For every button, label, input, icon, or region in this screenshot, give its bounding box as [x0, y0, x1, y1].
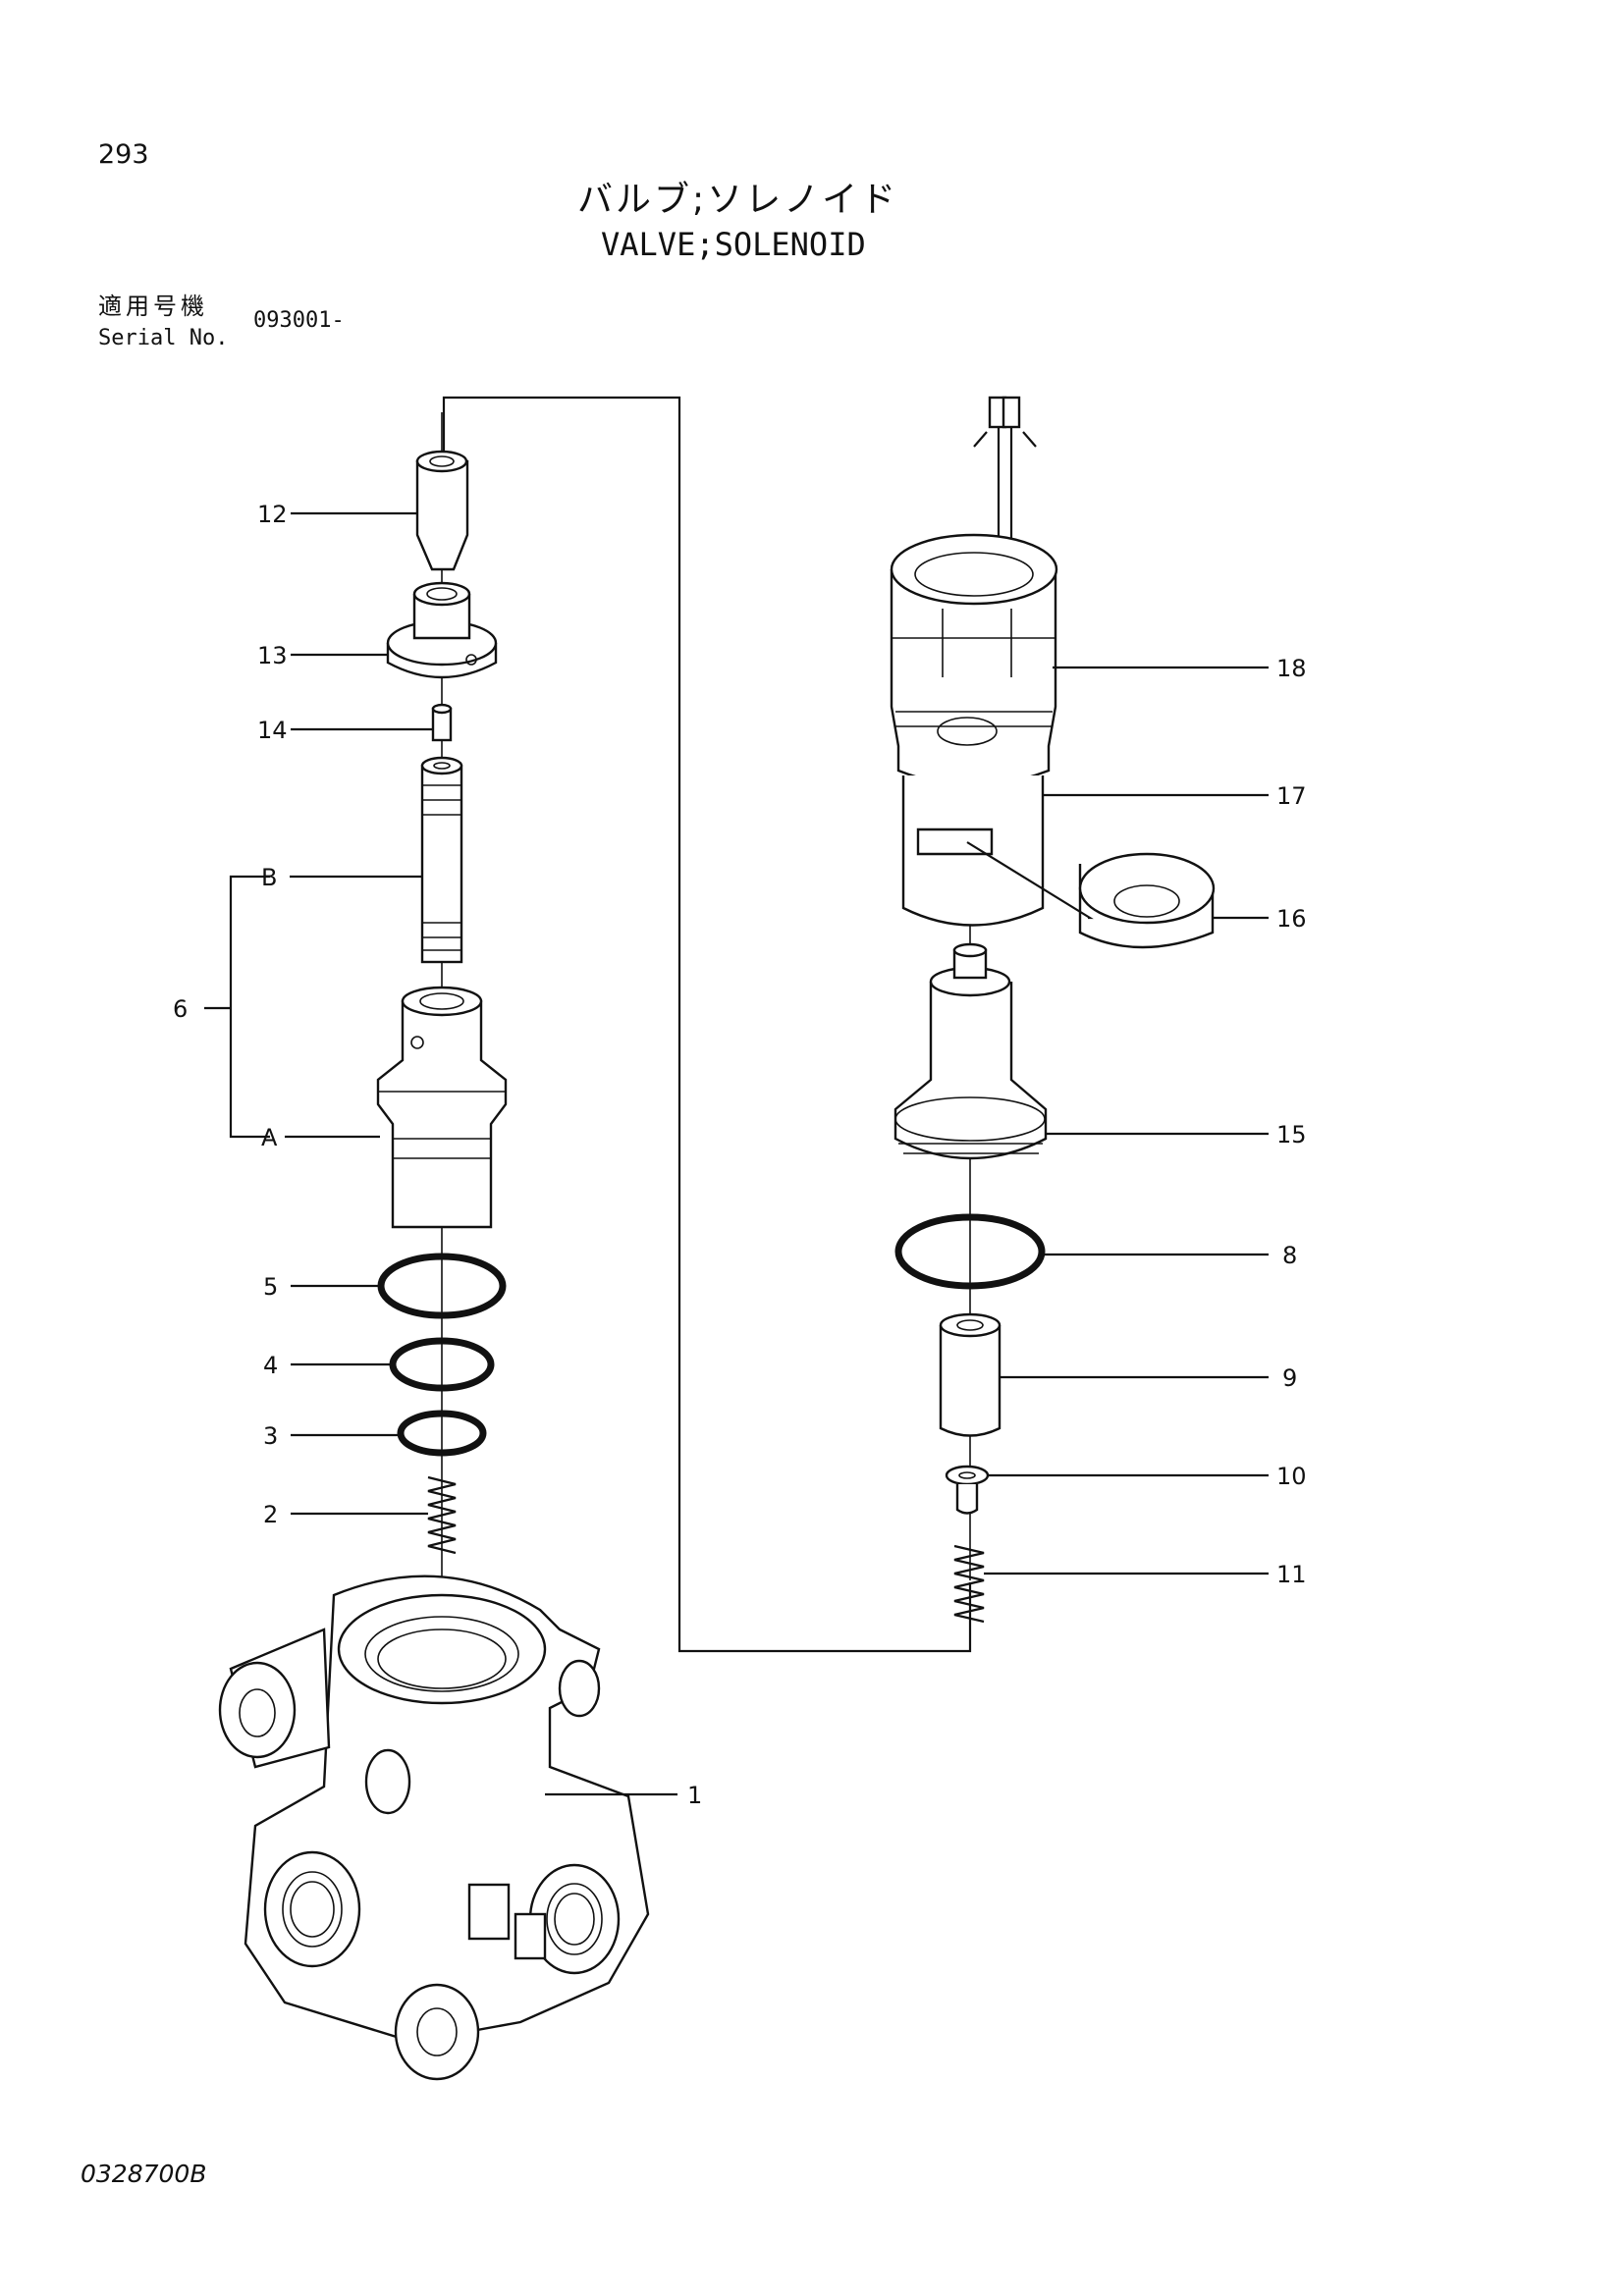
part-6a-sleeve [376, 986, 508, 1229]
leader-lines [285, 511, 1269, 1796]
part-2-spring [427, 1475, 457, 1555]
callout-16: 16 [1276, 905, 1307, 933]
part-15-plunger-guide [893, 942, 1048, 1160]
callout-5: 5 [263, 1273, 278, 1301]
callout-15: 15 [1276, 1121, 1307, 1148]
serial-number-value: 093001- [253, 308, 345, 333]
callout-8: 8 [1282, 1242, 1297, 1269]
part-12-nozzle [415, 450, 469, 571]
serial-label-english: Serial No. [98, 326, 229, 350]
assembly-connection-line [442, 396, 972, 1653]
callout-17: 17 [1276, 782, 1307, 810]
callout-18: 18 [1276, 655, 1307, 682]
part-3-o-ring [397, 1410, 487, 1457]
title-japanese: バルブ;ソレノイド [577, 180, 899, 220]
callout-12: 12 [257, 501, 288, 528]
callout-10: 10 [1276, 1463, 1307, 1490]
part-17-coil [901, 775, 1045, 927]
callout-b: B [261, 864, 277, 891]
callout-2: 2 [263, 1501, 278, 1528]
part-16-spacer [1078, 852, 1216, 949]
page-number: 293 [98, 139, 149, 170]
part-6b-spool [420, 756, 463, 964]
callout-13: 13 [257, 642, 288, 669]
part-14-pin [431, 703, 453, 742]
callout-3: 3 [263, 1422, 278, 1450]
callout-4: 4 [263, 1352, 278, 1379]
part-18-solenoid-nut [890, 396, 1058, 787]
drawing-code: 0328700B [81, 2160, 207, 2188]
callout-a: A [261, 1124, 278, 1151]
part-11-spring [953, 1544, 985, 1624]
part-9-plunger [939, 1312, 1001, 1437]
part-8-o-ring [894, 1213, 1046, 1290]
part-13-flange-seat [386, 581, 498, 679]
callout-1: 1 [687, 1782, 702, 1809]
callout-11: 11 [1276, 1561, 1307, 1588]
title-english: VALVE;SOLENOID [601, 226, 866, 263]
part-1-valve-body [218, 1575, 650, 2081]
callout-14: 14 [257, 717, 288, 744]
callout-9: 9 [1282, 1364, 1297, 1392]
serial-label-japanese: 適用号機 [98, 293, 208, 320]
callout-6: 6 [173, 995, 188, 1023]
callout-6-bracket [229, 875, 270, 1139]
part-10-seat-pin [945, 1465, 990, 1515]
